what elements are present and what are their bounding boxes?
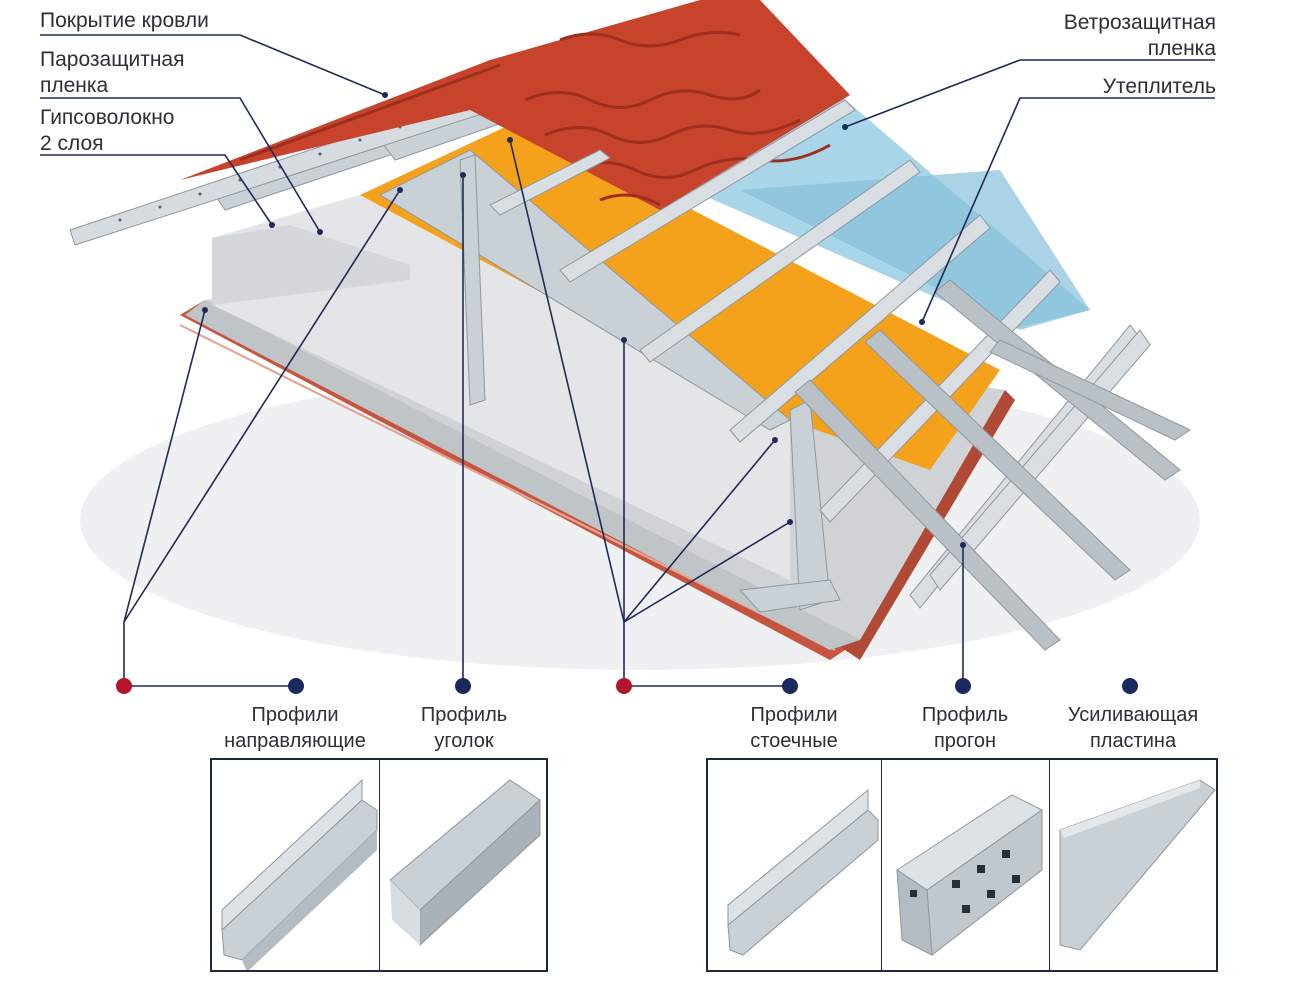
leader-stud [509,139,625,623]
leader-gypsum [40,154,273,226]
label-vapor: Парозащитная пленка [40,48,185,97]
stud-post-2 [459,154,486,406]
circle-marker-icon [616,678,632,694]
profile-plate-image [1050,760,1216,970]
leader-wind [844,59,1215,128]
circle-marker-icon [288,678,304,694]
label-roofing: Покрытие кровли [40,9,209,32]
caption-angle: Профиль уголок [420,704,508,752]
leader-stud-3 [623,439,776,623]
purlin-1 [489,149,611,216]
profile-guide-image [212,760,380,970]
label-wind: Ветрозащитная пленка [1063,11,1216,60]
profiles-panel-right [706,758,1218,972]
profiles-panel-left [210,758,548,972]
rafter-ext-2 [864,329,1131,581]
rafter-ext-4 [989,339,1192,441]
caption-purlin: Профиль прогон [921,704,1009,752]
leader-stud-4 [623,521,791,623]
circle-marker-icon [455,678,471,694]
profile-purlin-image [882,760,1050,970]
leader-guide-2 [123,189,401,623]
roof-tiles [180,0,850,210]
leader-roofing [40,34,386,96]
leader-insulation [921,97,1215,323]
purlin-3 [639,159,921,363]
rafter-ext-1 [794,379,1061,651]
circle-marker-icon [1122,678,1138,694]
label-insulation: Утеплитель [1102,75,1216,98]
purlin-2 [559,99,856,283]
profile-angle-image [380,760,548,970]
leader-guide [123,309,206,623]
circle-marker-icon [782,678,798,694]
circle-marker-icon [116,678,132,694]
purlin-4 [729,214,991,443]
bottom-track [738,579,841,613]
caption-guide: Профили направляющие [224,704,366,752]
caption-plate: Усиливающая пластина [1067,704,1199,752]
leader-vapor [40,97,321,233]
caption-stud: Профили стоечные [750,704,838,752]
profile-stud-image [708,760,882,970]
circle-marker-icon [955,678,971,694]
label-gypsum: Гипсоволокно 2 слоя [40,106,175,155]
